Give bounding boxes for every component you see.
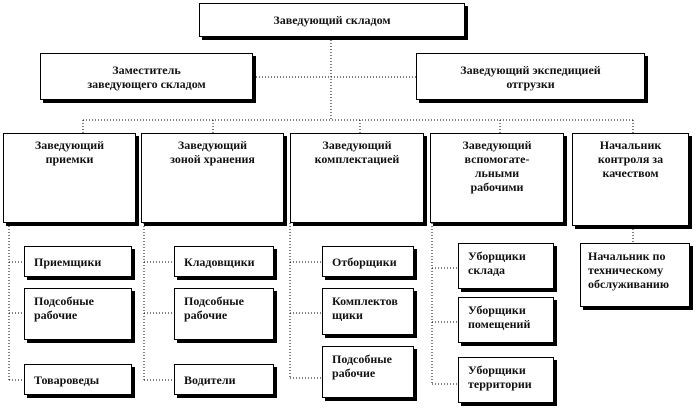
storage-item-label: Водители <box>184 372 236 387</box>
picking-item-label: Отборщики <box>332 254 397 269</box>
box-director: Заведующий складом <box>199 3 465 37</box>
box-storage-item-1: Кладовщики <box>174 246 274 277</box>
quality-head-label: Начальник контроля за качеством <box>597 138 664 180</box>
box-receiving-head: Заведующий приемки <box>3 133 136 223</box>
box-receiving-item-1: Приемщики <box>24 246 132 277</box>
box-storage-head: Заведующий зоной хранения <box>141 133 284 223</box>
box-picking-head: Заведующий комплектацией <box>290 133 424 223</box>
box-expedition: Заведующий экспедицией отгрузки <box>416 53 645 100</box>
box-picking-item-1: Отборщики <box>322 246 414 277</box>
box-auxiliary-item-2: Уборщики помещений <box>458 297 554 343</box>
box-storage-item-2: Подсобные рабочие <box>174 288 274 340</box>
picking-head-label: Заведующий комплектацией <box>314 138 400 166</box>
auxiliary-item-label: Уборщики склада <box>468 249 526 277</box>
expedition-label: Заведующий экспедицией отгрузки <box>460 62 601 91</box>
receiving-head-label: Заведующий приемки <box>34 138 105 166</box>
receiving-item-label: Товароведы <box>34 372 100 387</box>
box-auxiliary-head: Заведующий вспомогате- льными рабочими <box>430 133 564 223</box>
box-quality-head: Начальник контроля за качеством <box>572 133 689 226</box>
receiving-item-label: Приемщики <box>34 254 102 269</box>
storage-item-label: Подсобные рабочие <box>184 294 244 322</box>
box-deputy: Заместитель заведующего складом <box>40 53 253 100</box>
auxiliary-head-label: Заведующий вспомогате- льными рабочими <box>462 138 532 194</box>
box-receiving-item-2: Подсобные рабочие <box>24 288 132 340</box>
storage-head-label: Заведующий зоной хранения <box>170 138 255 166</box>
box-receiving-item-3: Товароведы <box>24 364 132 395</box>
box-picking-item-2: Комплектов щики <box>322 288 414 335</box>
storage-item-label: Кладовщики <box>184 254 255 269</box>
box-storage-item-3: Водители <box>174 364 274 395</box>
deputy-label: Заместитель заведующего складом <box>87 62 206 91</box>
box-auxiliary-item-1: Уборщики склада <box>458 243 554 289</box>
director-label: Заведующий складом <box>273 13 391 27</box>
quality-item-label: Начальник по техническому обслуживанию <box>588 249 669 291</box>
picking-item-label: Комплектов щики <box>332 294 398 322</box>
box-picking-item-3: Подсобные рабочие <box>322 346 414 398</box>
receiving-item-label: Подсобные рабочие <box>34 294 94 322</box>
auxiliary-item-label: Уборщики территории <box>468 363 532 391</box>
box-quality-item-1: Начальник по техническому обслуживанию <box>580 243 690 307</box>
picking-item-label: Подсобные рабочие <box>332 352 392 380</box>
box-auxiliary-item-3: Уборщики территории <box>458 357 554 403</box>
auxiliary-item-label: Уборщики помещений <box>468 303 531 331</box>
